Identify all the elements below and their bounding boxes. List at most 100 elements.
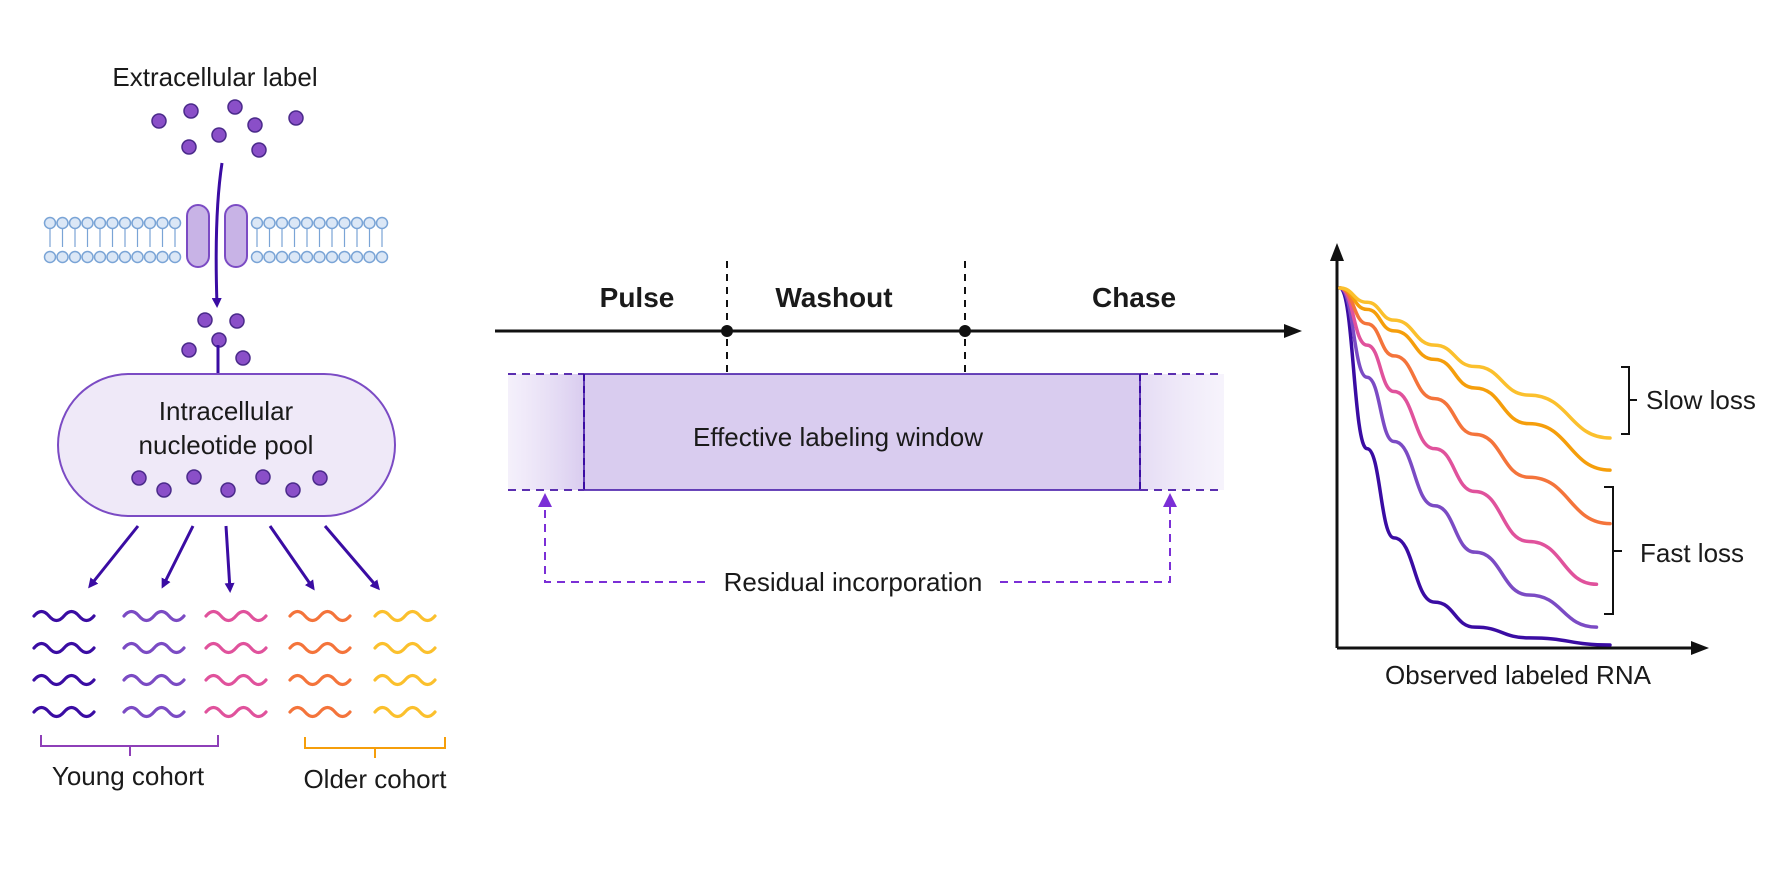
pool-dot <box>312 470 328 486</box>
lipid-head-outer <box>288 216 301 230</box>
decay-curve <box>1338 286 1599 587</box>
lipid-head-inner <box>288 250 301 264</box>
lipid-head-inner <box>275 250 289 264</box>
pool-dot <box>156 482 172 498</box>
decay-curve <box>1338 286 1612 472</box>
cohort-arrows <box>88 525 380 593</box>
lipid-head-inner <box>375 250 389 264</box>
lipid-head-outer <box>375 216 389 230</box>
residual-label: Residual incorporation <box>724 567 983 597</box>
lipid-head-inner <box>263 250 276 264</box>
lipid-head-outer <box>143 216 157 230</box>
young-cohort-bracket <box>40 735 219 756</box>
lipid-head-outer <box>131 216 144 230</box>
rna-molecule <box>204 673 268 687</box>
rna-molecule <box>204 609 268 623</box>
rna-molecule <box>288 609 352 623</box>
lipid-head-outer <box>68 216 82 230</box>
lipid-head-outer <box>156 216 169 230</box>
pool-dot <box>220 482 236 498</box>
nucleotide-dot <box>229 313 245 329</box>
pool-label-line1: Intracellular <box>159 396 294 426</box>
lipid-head-outer <box>56 216 69 230</box>
lipid-head-inner <box>43 250 57 264</box>
rna-molecule <box>288 673 352 687</box>
lipid-head-inner <box>156 250 169 264</box>
pool-dot <box>186 469 202 485</box>
lipid-head-inner <box>300 250 314 264</box>
lipid-head-inner <box>250 250 264 264</box>
rna-molecule <box>373 673 437 687</box>
rna-molecule <box>373 609 437 623</box>
lipid-head-outer <box>250 216 264 230</box>
decay-plot <box>1330 243 1709 655</box>
cell-membrane <box>43 216 389 264</box>
rna-molecule <box>204 705 268 719</box>
rna-cohort-molecules <box>32 609 437 719</box>
young-cohort-label: Young cohort <box>52 761 205 791</box>
phase-chase: Chase <box>1092 282 1176 313</box>
rna-molecule <box>288 705 352 719</box>
x-axis-label: Observed labeled RNA <box>1385 660 1652 690</box>
lipid-head-outer <box>118 216 132 230</box>
lipid-head-inner <box>118 250 132 264</box>
fast-loss-bracket <box>1604 486 1622 615</box>
decay-curve <box>1338 286 1599 629</box>
lipid-head-inner <box>363 250 376 264</box>
pool-dot <box>285 482 301 498</box>
pool-dot <box>255 469 271 485</box>
lipid-head-outer <box>350 216 364 230</box>
phase-washout: Washout <box>775 282 892 313</box>
decay-curve <box>1338 286 1612 526</box>
lipid-head-outer <box>325 216 339 230</box>
lipid-head-inner <box>143 250 157 264</box>
label-dot <box>247 117 263 133</box>
label-dot <box>183 103 199 119</box>
decay-curve <box>1338 286 1612 647</box>
pool-dot <box>131 470 147 486</box>
effective-labeling-window <box>583 373 1141 491</box>
lipid-head-outer <box>313 216 326 230</box>
rna-molecule <box>122 641 186 655</box>
lipid-head-outer <box>168 216 182 230</box>
lipid-head-outer <box>81 216 94 230</box>
pulse-washout-marker <box>721 325 733 337</box>
intracellular-entry-dots <box>181 312 251 366</box>
uptake-arrow <box>211 162 224 308</box>
washout-chase-marker <box>959 325 971 337</box>
decay-curve <box>1338 286 1612 440</box>
residual-arrow-right <box>1000 493 1177 583</box>
decay-curves <box>1338 286 1612 647</box>
rna-molecule <box>32 673 96 687</box>
label-dot <box>211 127 227 143</box>
rna-molecule <box>122 705 186 719</box>
lipid-head-inner <box>325 250 339 264</box>
lipid-head-outer <box>275 216 289 230</box>
membrane-transporter <box>186 204 248 268</box>
lipid-head-outer <box>106 216 119 230</box>
lipid-head-inner <box>81 250 94 264</box>
lipid-head-inner <box>350 250 364 264</box>
label-dot <box>181 139 197 155</box>
rna-molecule <box>204 641 268 655</box>
lipid-head-outer <box>93 216 107 230</box>
phase-pulse: Pulse <box>600 282 675 313</box>
rna-molecule <box>373 641 437 655</box>
lipid-head-inner <box>56 250 69 264</box>
nucleotide-dot <box>211 332 227 348</box>
lipid-head-outer <box>363 216 376 230</box>
pool-label-line2: nucleotide pool <box>139 430 314 460</box>
lipid-head-outer <box>300 216 314 230</box>
window-fade-right <box>1140 374 1224 490</box>
label-dot <box>227 99 243 115</box>
lipid-head-inner <box>313 250 326 264</box>
lipid-head-outer <box>338 216 351 230</box>
lipid-head-outer <box>263 216 276 230</box>
residual-arrow-left <box>538 493 705 583</box>
nucleotide-dot <box>197 312 213 328</box>
lipid-head-outer <box>43 216 57 230</box>
lipid-head-inner <box>131 250 144 264</box>
lipid-head-inner <box>106 250 119 264</box>
rna-molecule <box>32 609 96 623</box>
